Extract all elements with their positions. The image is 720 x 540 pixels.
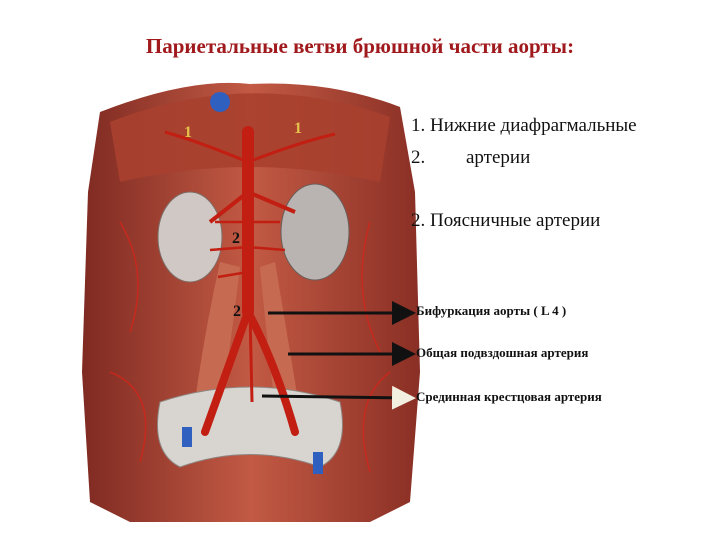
callout-common-iliac: Общая подвздошная артерия xyxy=(416,345,589,360)
right-common-iliac xyxy=(244,308,299,436)
list-item-2: 2. артерии xyxy=(411,147,530,169)
left-kidney xyxy=(157,191,223,283)
right-kidney xyxy=(280,183,350,281)
list-item-1: 1. Нижние диафрагмальные xyxy=(411,115,637,136)
list-item-3: 2. Поясничные артерии xyxy=(411,210,601,231)
marker-phrenic-right: 1 xyxy=(294,120,302,137)
left-common-iliac xyxy=(201,308,252,436)
inferior-phrenic xyxy=(164,130,336,164)
renal-arteries xyxy=(208,190,296,224)
anatomy-illustration xyxy=(82,82,420,522)
marker-lumbar-upper: 2 xyxy=(232,230,240,247)
vein-right xyxy=(313,452,323,474)
vein-left xyxy=(182,427,192,447)
vein-top xyxy=(210,92,230,112)
list-item-2-text: артерии xyxy=(466,147,531,168)
marker-lumbar-lower: 2 xyxy=(233,303,241,320)
vessel-network xyxy=(109,221,391,473)
callout-aortic-bifurcation: Бифуркация аорты ( L 4 ) xyxy=(416,303,567,318)
median-sacral xyxy=(248,311,254,403)
arrow-median-sacral xyxy=(261,385,416,410)
callout-median-sacral: Срединная крестцовая артерия xyxy=(416,389,602,404)
lumbar-arteries xyxy=(209,220,286,279)
slide-title: Париетальные ветви брюшной части аорты: xyxy=(145,34,575,58)
list-item-2-number: 2. xyxy=(411,147,426,168)
marker-phrenic-left: 1 xyxy=(184,124,192,141)
